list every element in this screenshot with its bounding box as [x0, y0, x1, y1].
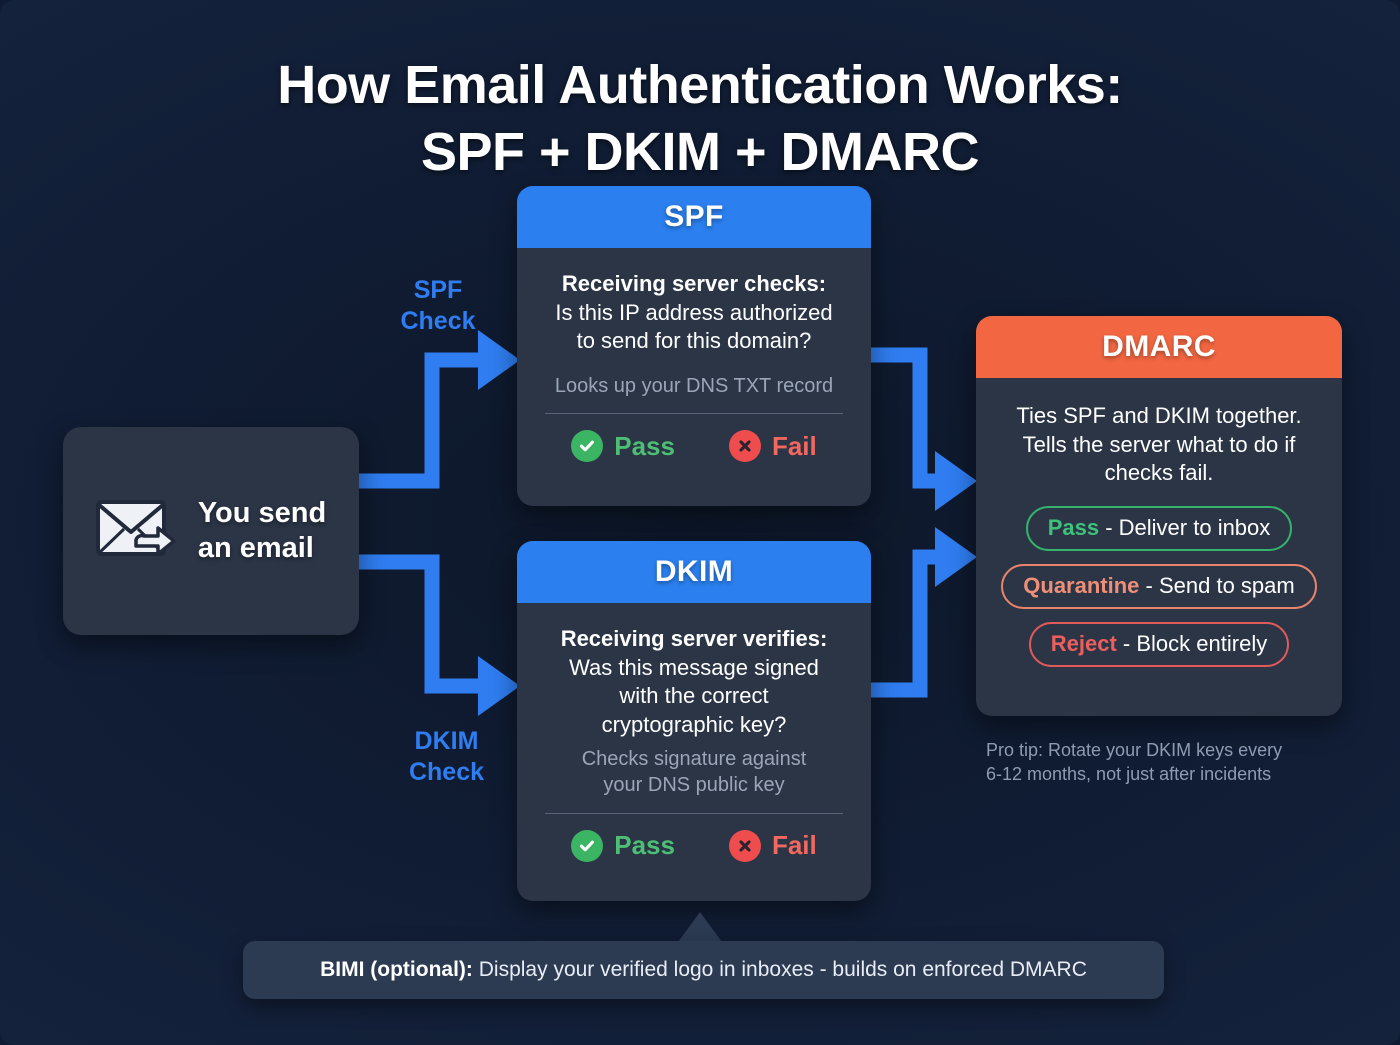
dmarc-policy-pass-separator: -	[1099, 514, 1119, 540]
card-spf-fail-result: Fail	[728, 430, 817, 463]
bimi-footer-text: BIMI (optional): Display your verified l…	[320, 958, 1087, 982]
dmarc-policy-reject-name: Reject	[1050, 630, 1117, 656]
envelope-forward-icon	[95, 496, 182, 567]
card-dmarc-desc-line-3: checks fail.	[1104, 460, 1214, 486]
card-dkim-note-line-1: Checks signature against	[581, 748, 807, 771]
card-dkim-fail-result: Fail	[728, 829, 817, 862]
bimi-footer-bar: BIMI (optional): Display your verified l…	[243, 941, 1164, 999]
x-circle-icon	[728, 829, 761, 862]
card-spf-body: Receiving server checks: Is this IP addr…	[517, 248, 871, 480]
check-circle-icon	[571, 829, 604, 862]
card-spf-note: Looks up your DNS TXT record	[554, 374, 834, 397]
dmarc-policy-quarantine-action: Send to spam	[1158, 572, 1295, 598]
pro-tip-line-2: 6-12 months, not just after incidents	[986, 764, 1272, 785]
dmarc-policy-reject-separator: -	[1116, 630, 1137, 656]
card-dkim-lead: Receiving server verifies:	[560, 626, 828, 651]
card-spf-question-line-2: to send for this domain?	[576, 328, 812, 354]
check-circle-icon	[571, 430, 604, 463]
card-dmarc: DMARC Ties SPF and DKIM together. Tells …	[976, 316, 1342, 716]
dmarc-policy-pass: Pass - Deliver to inbox	[1025, 505, 1293, 551]
card-dkim-question-line-1: Was this message signed	[569, 654, 819, 680]
card-spf: SPF Receiving server checks: Is this IP …	[517, 186, 871, 506]
card-dkim: DKIM Receiving server verifies: Was this…	[517, 541, 871, 901]
card-dkim-result-row: Pass Fail	[537, 829, 851, 862]
card-dkim-note-line-2: your DNS public key	[603, 773, 785, 796]
spf-check-line-2: Check	[400, 306, 476, 335]
card-spf-pass-result: Pass	[571, 430, 675, 463]
title-line-2: SPF + DKIM + DMARC	[420, 122, 980, 183]
source-email-label: You send an email	[198, 496, 326, 566]
card-dkim-divider	[545, 812, 843, 814]
card-dmarc-body: Ties SPF and DKIM together. Tells the se…	[976, 378, 1342, 685]
card-dmarc-desc-line-2: Tells the server what to do if	[1022, 431, 1296, 457]
dmarc-policy-quarantine-name: Quarantine	[1023, 572, 1140, 598]
dmarc-policy-list: Pass - Deliver to inbox Quarantine - Sen…	[996, 505, 1322, 667]
source-email-box: You send an email	[63, 427, 359, 635]
flow-label-spf-check: SPF Check	[368, 275, 508, 336]
card-spf-result-row: Pass Fail	[537, 430, 851, 463]
bimi-label: BIMI (optional):	[320, 958, 473, 981]
card-spf-divider	[545, 413, 843, 415]
title-line-1: How Email Authentication Works:	[277, 55, 1123, 115]
dmarc-pro-tip: Pro tip: Rotate your DKIM keys every 6-1…	[986, 738, 1346, 787]
card-dkim-question-line-3: cryptographic key?	[601, 711, 787, 737]
card-dmarc-header: DMARC	[976, 316, 1342, 378]
dmarc-policy-reject: Reject - Block entirely	[1028, 621, 1290, 667]
dmarc-policy-reject-action: Block entirely	[1136, 630, 1268, 656]
bimi-pointer	[678, 912, 722, 942]
card-dkim-fail-label: Fail	[771, 830, 817, 861]
dmarc-policy-pass-name: Pass	[1047, 514, 1100, 540]
card-dkim-header: DKIM	[517, 541, 871, 603]
dmarc-policy-pass-action: Deliver to inbox	[1118, 514, 1271, 540]
card-dkim-pass-label: Pass	[614, 830, 675, 861]
source-label-line-2: an email	[197, 532, 314, 564]
card-spf-pass-label: Pass	[614, 430, 675, 461]
page-title: How Email Authentication Works: SPF + DK…	[0, 55, 1400, 183]
card-spf-lead: Receiving server checks:	[561, 271, 827, 296]
dmarc-policy-quarantine: Quarantine - Send to spam	[1001, 563, 1317, 609]
spf-check-line-1: SPF	[413, 276, 463, 304]
card-dkim-body: Receiving server verifies: Was this mess…	[517, 603, 871, 880]
dkim-check-line-2: Check	[408, 757, 485, 786]
card-spf-fail-label: Fail	[771, 430, 817, 461]
card-dkim-pass-result: Pass	[571, 829, 675, 862]
pro-tip-line-1: Pro tip: Rotate your DKIM keys every	[986, 740, 1283, 760]
x-circle-icon	[728, 430, 761, 463]
card-dmarc-desc-line-1: Ties SPF and DKIM together.	[1016, 403, 1302, 428]
dmarc-policy-quarantine-separator: -	[1139, 572, 1159, 598]
dkim-check-line-1: DKIM	[414, 727, 479, 755]
card-spf-header: SPF	[517, 186, 871, 248]
card-spf-question-line-1: Is this IP address authorized	[555, 299, 833, 325]
card-dkim-question-line-2: with the correct	[619, 683, 769, 709]
source-label-line-1: You send	[197, 497, 327, 530]
bimi-description: Display your verified logo in inboxes - …	[472, 958, 1087, 981]
flow-label-dkim-check: DKIM Check	[374, 726, 519, 787]
